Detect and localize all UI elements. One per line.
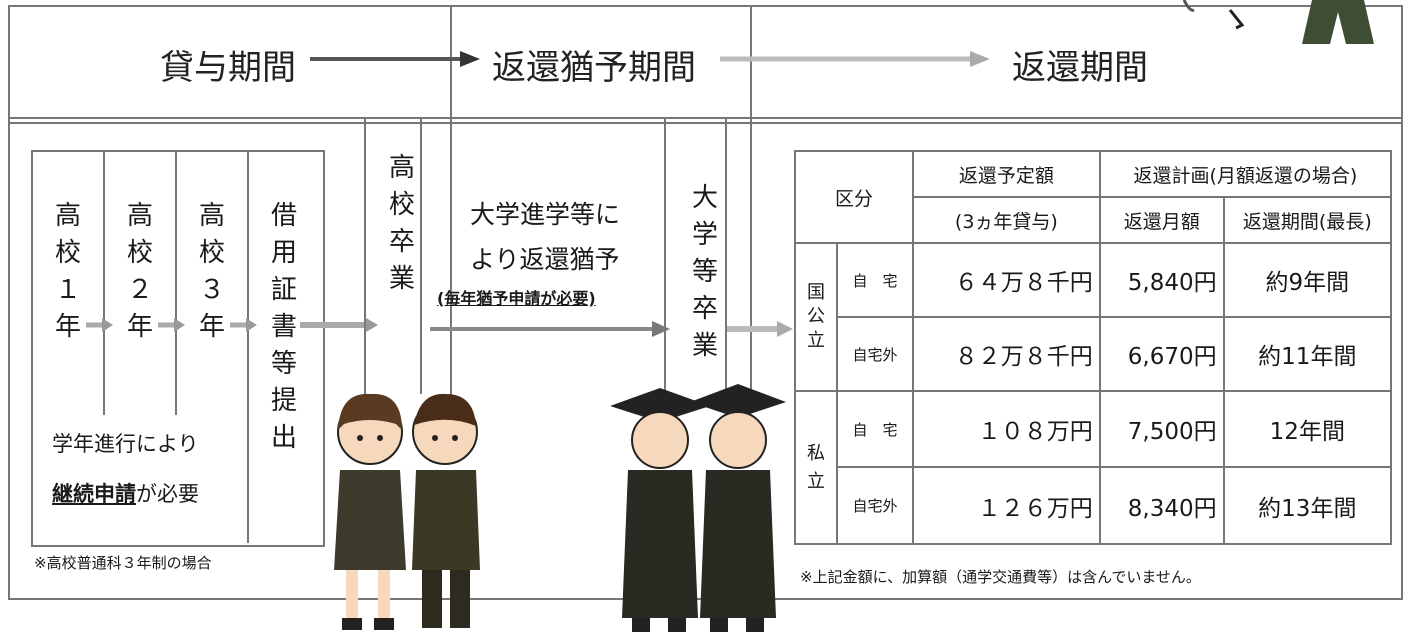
phase-deferral: 返還猶予期間 bbox=[492, 48, 696, 88]
school-progress-box bbox=[31, 150, 325, 547]
public-label: 国公立 bbox=[794, 242, 838, 392]
univ-graduation-label: 大学等卒業 bbox=[691, 183, 718, 361]
phase-arrow-2 bbox=[720, 51, 990, 67]
school-col-divider-3 bbox=[247, 150, 249, 543]
school-col-divider-2 bbox=[175, 150, 177, 415]
step-arrow-3 bbox=[230, 318, 257, 332]
repayment-table: 区分 返還予定額 返還計画(月額返還の場合) (3ヵ年貸与) 返還月額 返還期間… bbox=[794, 150, 1393, 545]
row-period-3: 12年間 bbox=[1222, 390, 1393, 468]
table-row: 自宅外 １２６万円 8,340円 約13年間 bbox=[795, 466, 1393, 545]
phase-repayment: 返還期間 bbox=[1012, 48, 1148, 88]
hs-graduation-label: 高校卒業 bbox=[388, 153, 415, 294]
row-period-1: 約9年間 bbox=[1222, 242, 1393, 318]
header-amount: 返還予定額 bbox=[912, 150, 1101, 198]
continuation-line2: 継続申請が必要 bbox=[52, 478, 199, 508]
header-monthly: 返還月額 bbox=[1098, 196, 1225, 244]
body-top-border bbox=[8, 122, 1403, 124]
header-top-border bbox=[8, 5, 1403, 7]
row-amount-1: ６４万８千円 bbox=[912, 242, 1101, 318]
univ-grad-divider-left bbox=[664, 119, 666, 394]
graduate-students-icon bbox=[610, 384, 786, 632]
table-row: 自宅外 ８２万８千円 6,670円 約11年間 bbox=[795, 316, 1393, 392]
step-arrow-4 bbox=[300, 318, 378, 332]
header-bottom-border bbox=[8, 117, 1403, 119]
header-period: 返還期間(最長) bbox=[1222, 196, 1393, 244]
hs-grad-divider-left bbox=[364, 119, 366, 394]
private-label: 私立 bbox=[794, 390, 838, 545]
deferral-line1: 大学進学等に bbox=[470, 200, 621, 229]
phase-lending: 貸与期間 bbox=[160, 48, 296, 88]
continuation-line1: 学年進行により bbox=[52, 432, 199, 456]
row-monthly-4: 8,340円 bbox=[1098, 466, 1225, 545]
frame-right-border bbox=[1401, 5, 1403, 600]
continuation-rest: が必要 bbox=[136, 482, 199, 506]
certificate-label: 借用証書等提出 bbox=[270, 201, 297, 453]
row-home-1: 自 宅 bbox=[836, 242, 914, 318]
univ-grad-divider-right bbox=[725, 119, 727, 394]
row-home-3: 自 宅 bbox=[836, 390, 914, 468]
row-monthly-2: 6,670円 bbox=[1098, 316, 1225, 392]
frame-left-border bbox=[8, 5, 10, 600]
step-arrow-1 bbox=[86, 318, 113, 332]
hs-grad-divider-right bbox=[420, 119, 422, 394]
footnote-left: ※高校普通科３年制の場合 bbox=[34, 554, 212, 572]
step-arrow-2 bbox=[158, 318, 185, 332]
row-amount-3: １０８万円 bbox=[912, 390, 1101, 468]
deferral-line2: より返還猶予 bbox=[470, 245, 620, 274]
row-monthly-3: 7,500円 bbox=[1098, 390, 1225, 468]
row-amount-2: ８２万８千円 bbox=[912, 316, 1101, 392]
row-period-4: 約13年間 bbox=[1222, 466, 1393, 545]
row-monthly-1: 5,840円 bbox=[1098, 242, 1225, 318]
deferral-arrow bbox=[430, 321, 670, 337]
row-period-2: 約11年間 bbox=[1222, 316, 1393, 392]
header-plan: 返還計画(月額返還の場合) bbox=[1098, 150, 1393, 198]
phase-divider-2 bbox=[750, 5, 752, 405]
header-amount-sub: (3ヵ年貸与) bbox=[912, 196, 1101, 244]
school-col-divider-1 bbox=[103, 150, 105, 415]
table-row: 私立 自 宅 １０８万円 7,500円 12年間 bbox=[794, 390, 1393, 545]
row-home-2: 自宅外 bbox=[836, 316, 914, 392]
row-amount-4: １２６万円 bbox=[912, 466, 1101, 545]
deferral-requirement: (毎年猶予申請が必要) bbox=[437, 289, 596, 308]
row-home-4: 自宅外 bbox=[836, 466, 914, 545]
high-school-students-icon bbox=[334, 393, 480, 630]
continuation-bold: 継続申請 bbox=[52, 482, 136, 506]
table-row: 国公立 自 宅 ６４万８千円 5,840円 約9年間 bbox=[794, 242, 1393, 392]
corner-figure-icon bbox=[1182, 0, 1374, 44]
phase-arrow-1 bbox=[310, 51, 480, 67]
footnote-right: ※上記金額に、加算額（通学交通費等）は含んでいません。 bbox=[800, 568, 1201, 586]
repay-arrow bbox=[727, 321, 793, 337]
phase-divider-1 bbox=[450, 5, 452, 395]
header-division: 区分 bbox=[794, 150, 914, 244]
